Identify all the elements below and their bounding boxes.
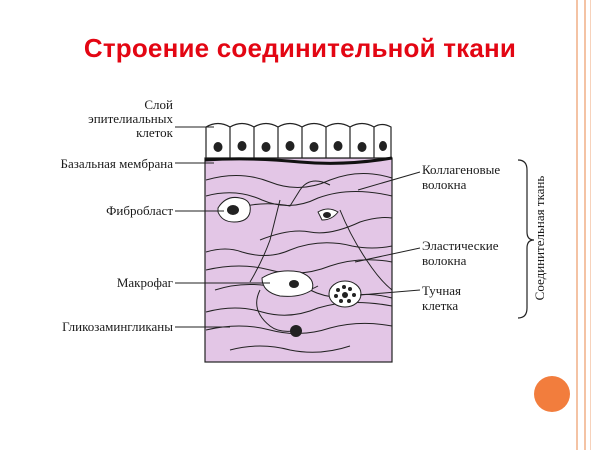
label-collagen-2: волокна xyxy=(422,177,467,192)
label-elastic-1: Эластические xyxy=(422,238,499,253)
label-collagen-1: Коллагеновые xyxy=(422,162,501,177)
label-mast-1: Тучная xyxy=(422,283,462,298)
slide-frame-right xyxy=(576,0,600,450)
decorative-orange-circle xyxy=(534,376,570,412)
epithelial-nuclei xyxy=(213,141,387,152)
label-basement-membrane: Базальная мембрана xyxy=(60,156,173,171)
label-fibroblast: Фибробласт xyxy=(106,203,173,218)
connective-tissue-brace xyxy=(517,159,535,319)
lymphocyte-cell xyxy=(290,325,302,337)
label-mast-2: клетка xyxy=(422,298,459,313)
macrophage-cell xyxy=(261,270,314,297)
slide-title: Строение соединительной ткани xyxy=(83,33,517,63)
epithelial-cells xyxy=(205,122,392,159)
label-glycosaminoglycans: Гликозамингликаны xyxy=(62,319,173,334)
basement-membrane xyxy=(204,156,393,165)
leader-lines xyxy=(175,126,421,328)
fibroblast-cell xyxy=(217,197,251,223)
label-epithelial-1: Слой xyxy=(144,97,173,112)
label-epithelial-2: эпителиальных xyxy=(88,111,173,126)
label-epithelial-3: клеток xyxy=(136,125,173,140)
label-connective-tissue: Соединительная ткань xyxy=(532,175,547,301)
mast-cell xyxy=(328,280,362,308)
label-elastic-2: волокна xyxy=(422,253,467,268)
label-macrophage: Макрофаг xyxy=(116,275,173,290)
fibroblast-cell-2 xyxy=(317,208,339,221)
